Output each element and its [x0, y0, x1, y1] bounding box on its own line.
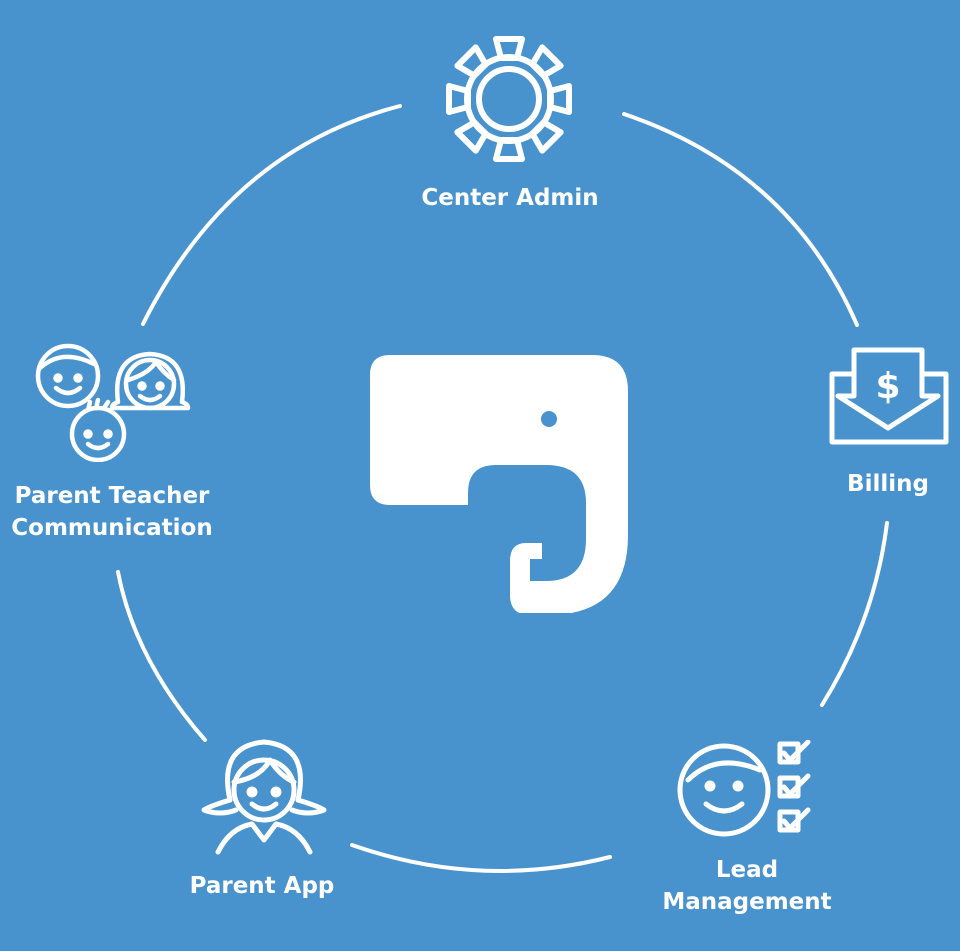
- arc-parentapp-ptc: [116, 570, 207, 742]
- node-label-billing: Billing: [808, 468, 960, 500]
- node-label-parent-app: Parent App: [152, 870, 372, 902]
- gear-icon: [444, 36, 574, 164]
- node-label-line: Management: [662, 889, 832, 915]
- node-label-line: Communication: [11, 515, 213, 541]
- node-label-parent-teacher-communication: Parent Teacher Communication: [2, 480, 222, 544]
- arc-billing-lead: [820, 521, 889, 707]
- arc-lead-parentapp: [350, 843, 612, 873]
- children-faces-icon: [35, 343, 191, 462]
- billing-icon: $: [829, 347, 949, 445]
- node-label-line: Center Admin: [421, 185, 599, 211]
- svg-text:$: $: [875, 366, 900, 407]
- node-label-center-admin: Center Admin: [380, 182, 640, 214]
- node-label-line: Parent App: [189, 873, 335, 899]
- arc-admin-billing: [622, 112, 859, 327]
- node-label-line: Lead: [715, 857, 779, 883]
- elephant-logo: [370, 355, 628, 613]
- node-label-lead-management: Lead Management: [622, 854, 872, 918]
- lead-checklist-icon: [677, 740, 811, 837]
- node-label-line: Billing: [847, 471, 929, 497]
- parent-girl-icon: [201, 739, 327, 855]
- node-label-line: Parent Teacher: [14, 483, 210, 509]
- arc-ptc-admin: [141, 104, 402, 326]
